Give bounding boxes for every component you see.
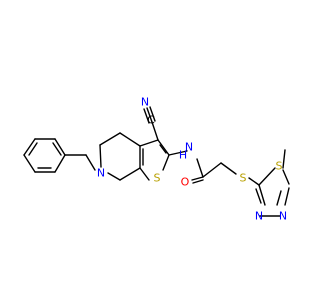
bond-lines xyxy=(23,106,290,217)
nitrile-carbon-label: C xyxy=(147,114,155,127)
molecule-structure: C N N N H O S S S N N xyxy=(23,96,290,223)
amide-oxygen-label: O xyxy=(181,176,190,189)
amide-nitrogen-label: N xyxy=(185,141,193,154)
thiadiazole-nitrogen-right-label: N xyxy=(279,210,287,223)
nitrile-nitrogen-label: N xyxy=(141,96,149,109)
amide-hydrogen-label: H xyxy=(179,149,187,162)
thioether-sulfur-label: S xyxy=(240,172,247,185)
atom-labels: C N N N H O S S S N N xyxy=(97,96,287,223)
thiadiazole-nitrogen-left-label: N xyxy=(255,210,263,223)
thiadiazole-sulfur-label: S xyxy=(276,160,283,173)
ring-nitrogen-label: N xyxy=(97,167,105,180)
thiophene-sulfur-label: S xyxy=(154,172,161,185)
